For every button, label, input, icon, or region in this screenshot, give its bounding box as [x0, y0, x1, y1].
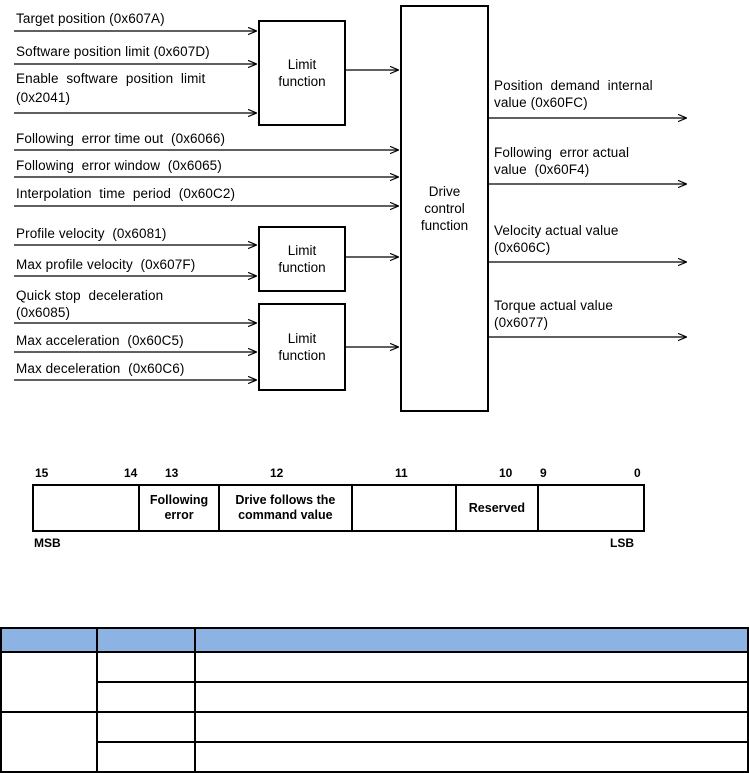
bit-number-11: 11 [395, 466, 408, 480]
bitfield-cell-bit-10: Reserved [457, 486, 539, 530]
table-cell-row1-col2 [96, 651, 196, 683]
bitfield-cell-bit-11 [353, 486, 458, 530]
limit-function-box-1-line1: Limit [287, 57, 317, 72]
table-header-cell-2 [96, 627, 196, 653]
bitfield-cell-bit-13: Following error [140, 486, 220, 530]
output-label-velocity-actual-value-line1: Velocity actual value [494, 223, 619, 238]
block-diagram: Target position (0x607A) Software positi… [14, 0, 749, 430]
drive-control-function-box: Drive control function [400, 5, 489, 412]
table-row [0, 651, 749, 713]
bitfield-cell-bit-13-line2: error [164, 508, 194, 522]
input-label-following-error-time-out: Following error time out (0x6066) [16, 131, 226, 146]
table-header-cell-1 [0, 627, 99, 653]
bitfield-cell-bit-12-line1: Drive follows the [235, 493, 336, 507]
output-label-torque-actual-value-line2: (0x6077) [494, 315, 549, 330]
bitfield-cell-bits-15-14 [34, 486, 141, 530]
bit-number-9: 9 [540, 466, 547, 480]
table-header-cell-3 [193, 627, 749, 653]
bitfield-cell-bit-10-label: Reserved [468, 500, 526, 515]
bitfield-cell-bit-13-line1: Following [149, 493, 209, 507]
output-label-following-error-actual-value-line2: value (0x60F4) [494, 162, 590, 177]
table-row [1, 741, 749, 773]
table-cell-group-1 [0, 651, 99, 713]
limit-function-box-1: Limit function [258, 20, 346, 126]
input-label-software-position-limit: Software position limit (0x607D) [16, 44, 210, 59]
input-label-max-deceleration: Max deceleration (0x60C6) [16, 361, 185, 376]
input-label-max-acceleration: Max acceleration (0x60C5) [16, 333, 184, 348]
limit-function-box-3-line1: Limit [287, 331, 317, 346]
limit-function-box-2-line1: Limit [287, 243, 317, 258]
input-label-quick-stop-deceleration-line2: (0x6085) [16, 305, 71, 320]
input-label-profile-velocity: Profile velocity (0x6081) [16, 226, 167, 241]
table-row [1, 681, 749, 713]
table-cell-row2-col3 [193, 681, 749, 713]
limit-function-box-3: Limit function [258, 303, 346, 391]
table-header-row [0, 627, 749, 653]
table-row [0, 711, 749, 773]
table-cell-row3-col3 [193, 711, 749, 743]
bit-number-15: 15 [35, 466, 49, 480]
table-cell-row2-col2 [96, 681, 196, 713]
drive-control-function-line1: Drive [428, 184, 461, 199]
statusword-bitfield: 15 14 13 12 11 10 9 0 Following error Dr… [32, 466, 646, 556]
input-label-target-position: Target position (0x607A) [16, 11, 165, 26]
limit-function-box-2-line2: function [278, 260, 326, 275]
output-label-position-demand-internal-value-line2: value (0x60FC) [494, 95, 588, 110]
input-label-interpolation-time-period: Interpolation time period (0x60C2) [16, 186, 236, 201]
output-label-velocity-actual-value-line2: (0x606C) [494, 240, 551, 255]
bitfield-cells-row: Following error Drive follows the comman… [32, 484, 645, 532]
input-label-quick-stop-deceleration-line1: Quick stop deceleration [16, 288, 164, 303]
drive-control-function-line2: control [424, 201, 465, 216]
bitfield-cell-bits-9-0 [539, 486, 643, 530]
limit-function-box-3-line2: function [278, 348, 326, 363]
table-cell-row3-col2 [96, 711, 196, 743]
bit-number-12: 12 [270, 466, 284, 480]
table-cell-row4-col2 [96, 741, 196, 773]
bit-number-0: 0 [634, 466, 641, 480]
input-label-following-error-window: Following error window (0x6065) [16, 158, 222, 173]
bit-number-10: 10 [499, 466, 513, 480]
output-label-torque-actual-value-line1: Torque actual value [494, 298, 613, 313]
input-label-max-profile-velocity: Max profile velocity (0x607F) [16, 257, 196, 272]
lsb-label: LSB [610, 536, 634, 550]
input-label-enable-software-position-limit-line1: Enable software position limit [16, 71, 206, 86]
msb-label: MSB [34, 536, 61, 550]
bitfield-cell-bit-12-line2: command value [238, 508, 333, 522]
output-label-following-error-actual-value-line1: Following error actual [494, 145, 630, 160]
input-label-enable-software-position-limit-line2: (0x2041) [16, 90, 71, 105]
diagram-connectors [14, 0, 749, 430]
description-table [0, 627, 749, 773]
bit-number-13: 13 [165, 466, 179, 480]
limit-function-box-1-line2: function [278, 74, 326, 89]
bitfield-cell-bit-12: Drive follows the command value [220, 486, 353, 530]
limit-function-box-2: Limit function [258, 226, 346, 292]
table-cell-group-2 [0, 711, 99, 773]
drive-control-function-line3: function [420, 218, 469, 233]
bit-number-14: 14 [124, 466, 138, 480]
table-cell-row4-col3 [193, 741, 749, 773]
output-label-position-demand-internal-value-line1: Position demand internal [494, 78, 653, 93]
table-cell-row1-col3 [193, 651, 749, 683]
